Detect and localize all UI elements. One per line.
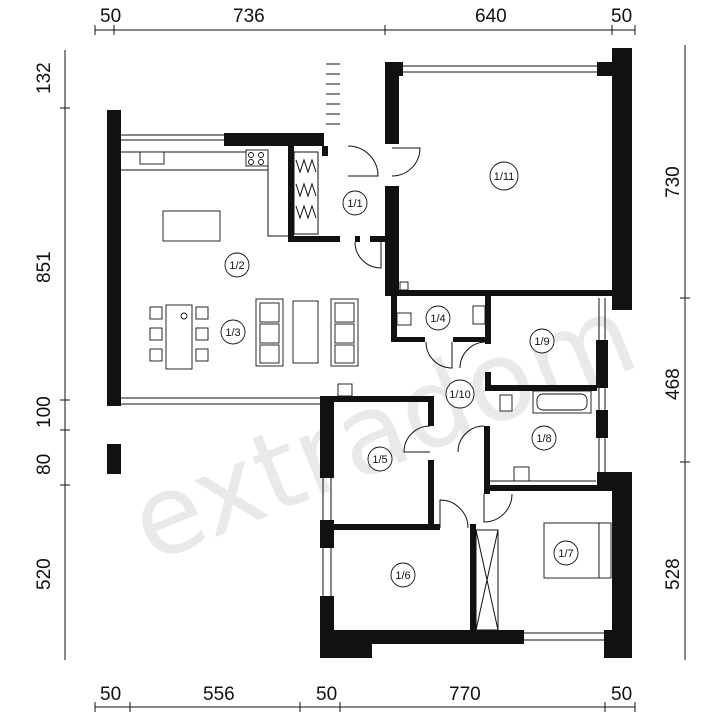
walls	[107, 48, 632, 658]
dim-bottom-2: 556	[203, 684, 235, 705]
dim-right-1: 730	[663, 166, 684, 198]
room-1-8: 1/8	[531, 425, 557, 451]
svg-text:1/1: 1/1	[347, 198, 362, 210]
room-1-11: 1/11	[489, 161, 519, 191]
toilet-1-4	[396, 312, 412, 326]
room-1-3: 1/3	[220, 319, 246, 345]
kitchen-sink	[139, 151, 165, 165]
dim-left-5: 520	[34, 558, 55, 590]
windows-and-thin-walls	[109, 63, 615, 641]
boiler	[337, 383, 353, 397]
dim-left-2: 851	[34, 251, 55, 283]
room-1-5: 1/5	[367, 446, 393, 472]
dim-top-1: 50	[100, 6, 121, 27]
svg-text:1/5: 1/5	[372, 454, 387, 466]
dim-top-2: 736	[233, 6, 265, 27]
coffee-table	[292, 300, 319, 364]
room-1-6: 1/6	[390, 562, 416, 588]
dim-bottom-3: 50	[316, 684, 337, 705]
room-1-1: 1/1	[342, 190, 368, 216]
svg-text:1/3: 1/3	[225, 327, 240, 339]
svg-text:1/7: 1/7	[558, 548, 573, 560]
dimension-lines	[60, 25, 690, 712]
room-1-4: 1/4	[425, 305, 451, 331]
svg-text:1/11: 1/11	[494, 171, 515, 183]
room-1-2: 1/2	[224, 252, 250, 278]
dim-right-2: 468	[663, 368, 684, 400]
svg-text:1/8: 1/8	[536, 433, 551, 445]
dining-table	[165, 304, 193, 370]
room-1-10: 1/10	[445, 379, 475, 409]
furniture	[139, 149, 612, 579]
dim-bottom-4: 770	[449, 684, 481, 705]
svg-text:1/10: 1/10	[449, 389, 470, 401]
dim-left-4: 80	[34, 454, 55, 475]
dim-bottom-1: 50	[100, 684, 121, 705]
dim-left-3: 100	[34, 396, 55, 428]
doors	[347, 145, 513, 529]
dim-left-1: 132	[34, 62, 55, 94]
toilet-1-8	[499, 394, 513, 412]
dimension-labels: 50 736 640 50 50 556 50 770 50 132 851 1…	[34, 6, 684, 705]
room-1-9: 1/9	[529, 328, 555, 354]
svg-text:1/2: 1/2	[229, 260, 244, 272]
svg-text:1/9: 1/9	[534, 336, 549, 348]
svg-text:1/6: 1/6	[395, 570, 410, 582]
dim-right-3: 528	[663, 558, 684, 590]
dim-top-3: 640	[475, 6, 507, 27]
room-1-7: 1/7	[553, 540, 579, 566]
room-labels: 1/1 1/2 1/3 1/4 1/5 1/6 1/7 1/8 1/9 1/10…	[220, 161, 579, 588]
svg-text:1/4: 1/4	[430, 313, 445, 325]
kitchen-island	[162, 210, 221, 242]
dim-bottom-5: 50	[611, 684, 632, 705]
dim-top-4: 50	[611, 6, 632, 27]
